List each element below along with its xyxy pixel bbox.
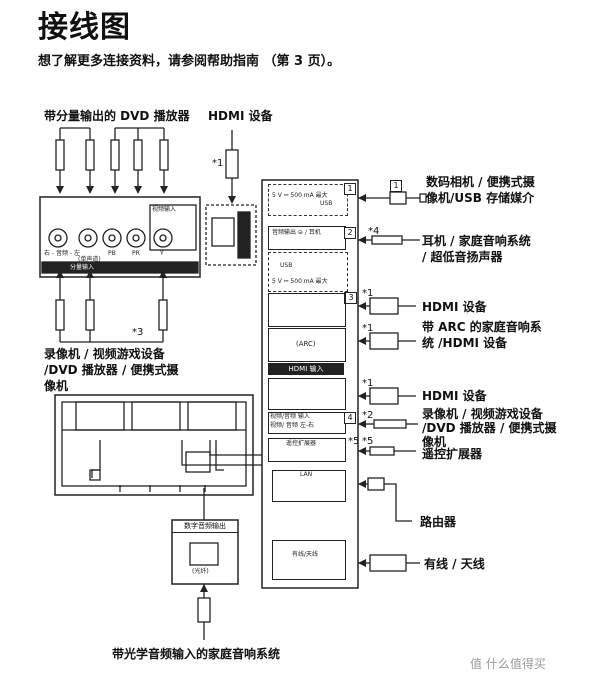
- lan-label: LAN: [300, 471, 313, 478]
- footnote-1c: *1: [362, 378, 374, 389]
- right-label-av-3: 像机: [422, 435, 447, 449]
- ir-port-box: [268, 438, 346, 462]
- hdmi-top-footnote: *1: [212, 158, 224, 169]
- pr-jack-label: PR: [132, 250, 140, 257]
- lan-port-box: [272, 470, 346, 502]
- footnote-2: *2: [362, 410, 374, 421]
- usb-device-num: 1: [390, 180, 402, 192]
- right-label-arc-2: 统 /HDMI 设备: [422, 336, 508, 350]
- usb-dual-port-box: [268, 252, 348, 292]
- usb1-power-label: 5 V ⎓ 500 mA 最大: [272, 192, 328, 199]
- video-input-label: 视频输入: [152, 206, 177, 213]
- intro-text: 想了解更多连接资料，请参阅帮助指南 （第 3 页）。: [38, 54, 341, 69]
- box-num-1: 1: [344, 183, 356, 195]
- usb1-port-box: [268, 184, 348, 216]
- right-label-antenna: 有线 / 天线: [424, 557, 485, 571]
- footnote-5: *5: [362, 436, 374, 447]
- page-title: 接线图: [38, 10, 131, 45]
- av-label: 视频/音频 输入: [270, 413, 310, 420]
- hdmi-port-3: [268, 378, 346, 410]
- antenna-port-box: [272, 540, 346, 580]
- usb-power-label: 5 V ⎓ 500 mA 最大: [272, 278, 328, 285]
- mono-jack-label: (单声道): [78, 256, 101, 263]
- ir-side-footnote: *5: [348, 436, 360, 447]
- right-label-audio-2: / 超低音扬声器: [422, 250, 503, 264]
- left-device-label-1: 录像机 / 视频游戏设备: [44, 347, 165, 361]
- right-label-av-1: 录像机 / 视频游戏设备: [422, 407, 543, 421]
- pb-jack-label: PB: [108, 250, 116, 257]
- footnote-1a: *1: [362, 288, 374, 299]
- right-label-audio-1: 耳机 / 家庭音响系统: [422, 234, 531, 248]
- hdmi-port-arc: [268, 328, 346, 362]
- usb2-label: USB: [280, 262, 293, 269]
- right-label-hdmi-1: HDMI 设备: [422, 300, 487, 314]
- hdmi-port-1: [268, 293, 346, 327]
- right-label-av-2: /DVD 播放器 / 便携式摄: [422, 421, 557, 435]
- y-jack-label: Y: [160, 250, 164, 257]
- hdmi-arc-label: (ARC): [296, 340, 316, 348]
- hdmi-top-label: HDMI 设备: [208, 109, 273, 123]
- left-footnote-3: *3: [132, 327, 144, 338]
- box-num-2: 2: [344, 227, 356, 239]
- dvd-component-label: 带分量输出的 DVD 播放器: [44, 109, 190, 123]
- audio-jack-label: 右 - 音频 - 左: [44, 250, 80, 257]
- hdmi-input-banner: HDMI 输入: [268, 363, 344, 375]
- optical-header: 数字音频输出: [172, 520, 238, 533]
- antenna-label: 有线/天线: [292, 551, 319, 558]
- right-label-ir: 遥控扩展器: [422, 447, 483, 461]
- ir-label: 遥控扩展器: [286, 440, 317, 447]
- right-label-arc-1: 带 ARC 的家庭音响系: [422, 320, 542, 334]
- optical-bottom-label: 带光学音频输入的家庭音响系统: [112, 647, 281, 661]
- optical-sub-label: (光纤): [192, 568, 209, 575]
- left-device-label-3: 像机: [44, 379, 69, 393]
- right-label-usb-1: 数码相机 / 便携式摄: [426, 175, 535, 189]
- headphone-label: 音频输出 ⊖ / 耳机: [272, 229, 321, 236]
- right-label-hdmi-2: HDMI 设备: [422, 389, 487, 403]
- component-input-label: 分量输入: [70, 264, 95, 271]
- right-label-usb-2: 像机/USB 存储媒介: [426, 191, 535, 205]
- left-device-label-2: /DVD 播放器 / 便携式摄: [44, 363, 179, 377]
- usb1-label: USB: [320, 200, 333, 207]
- watermark: 值 什么值得买: [470, 657, 546, 671]
- box-num-3b: 3: [345, 292, 357, 304]
- footnote-4: *4: [368, 226, 380, 237]
- headphone-port-box: [268, 226, 346, 250]
- av-sub-label: 视频/ 音频 左-右: [270, 422, 315, 429]
- footnote-1b: *1: [362, 323, 374, 334]
- box-num-4: 4: [344, 412, 356, 424]
- right-label-router: 路由器: [420, 515, 457, 529]
- dvd-component-plugs: [55, 127, 169, 186]
